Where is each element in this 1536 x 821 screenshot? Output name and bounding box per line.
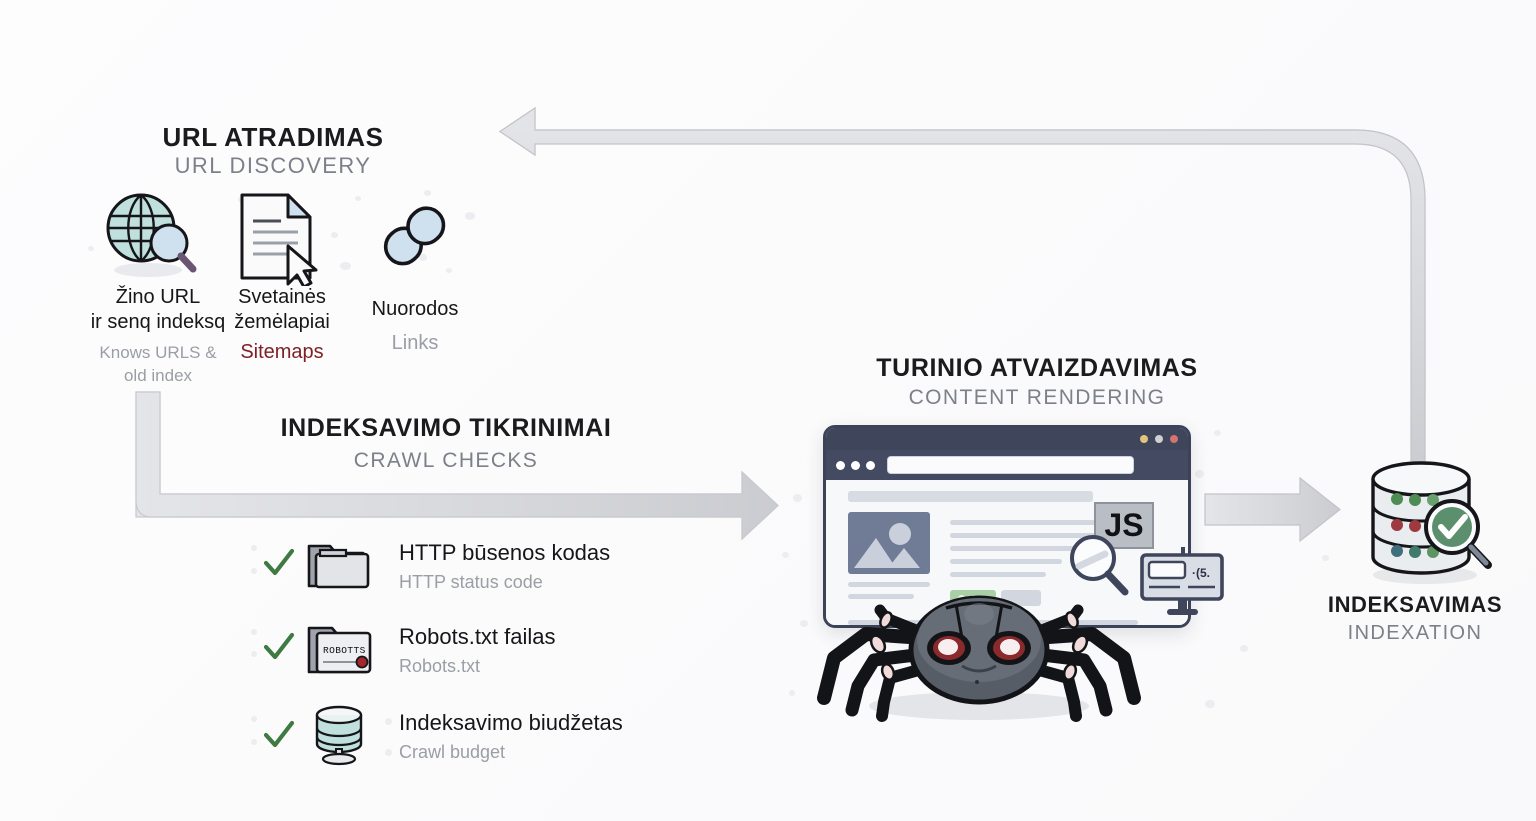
speckle [385,749,392,756]
page-heading-bar [848,491,1093,502]
browser-url-bar[interactable] [826,450,1188,480]
speckle [251,568,257,574]
document-cursor-icon [240,193,318,286]
speckle [251,739,257,745]
robots-folder-icon: ROBOTTS [307,626,372,674]
page-text-line [848,594,914,599]
speckle [251,545,257,551]
discovery-item-2: Nuorodos Links [340,297,490,355]
nav-reload-dot[interactable] [866,460,875,470]
svg-text:·(5.: ·(5. [1192,566,1210,580]
discovery-item-1-line1: Svetainės [238,286,326,308]
speckle [419,254,427,261]
url-discovery-subtitle: URL DISCOVERY [174,153,372,178]
speckle [331,232,338,238]
svg-text:ROBOTTS: ROBOTTS [323,645,366,656]
speckle [1322,555,1329,561]
speckle [355,196,361,201]
url-discovery-title: URL ATRADIMAS [162,122,384,152]
speckle [385,718,392,725]
discovery-item-0-sub2: old index [123,366,193,385]
discovery-item-1-sub1: Sitemaps [240,341,324,363]
content-rendering-subtitle: CONTENT RENDERING [908,386,1166,409]
check-mark-icon [263,632,295,660]
indexation-subtitle: INDEXATION [1347,622,1483,644]
page-text-line [950,559,1062,564]
nav-back-dot[interactable] [836,460,845,470]
discovery-to-crawl-checks-arrow [135,391,779,541]
speckle [800,620,808,627]
speckle [446,268,452,273]
crawl-checks-subtitle: CRAWL CHECKS [353,449,539,472]
url-input[interactable] [887,456,1134,474]
crawl-check-title: Robots.txt failas [399,624,556,649]
crawl-check-sub: Crawl budget [399,742,506,762]
database-icon [315,705,363,766]
database-check-icon [1371,461,1492,584]
speckle [424,190,431,196]
speckle [340,262,351,270]
content-rendering-title: TURINIO ATVAIZDAVIMAS [876,354,1198,382]
page-text-line [950,546,1078,551]
speckle [782,552,789,558]
browser-titlebar [826,428,1188,450]
check-mark-icon [263,548,295,576]
speckle [251,716,257,722]
indexation-title: INDEKSAVIMAS [1327,592,1503,617]
feedback-arrow-to-url-discovery [498,106,1426,471]
window-maximize-dot[interactable] [1155,435,1163,443]
speckle [1214,430,1221,436]
page-text-line [950,520,1096,525]
page-text-line [950,572,1046,577]
crawl-check-title: HTTP būsenos kodas [399,540,611,565]
speckle [789,690,795,696]
window-minimize-dot[interactable] [1140,435,1148,443]
crawl-check-sub: Robots.txt [399,656,481,676]
discovery-item-1-line2: žemėlapiai [234,311,330,333]
speckle [251,651,257,657]
speckle [793,494,802,502]
crawl-check-title: Indeksavimo biudžetas [399,710,623,735]
magnifier-icon [1070,535,1129,596]
monitor-icon: ·(5. [1140,547,1224,615]
discovery-item-2-line1: Nuorodos [371,298,459,320]
nav-forward-dot[interactable] [851,460,860,470]
discovery-item-1: Svetainės žemėlapiai Sitemaps [200,285,364,364]
crawl-check-sub: HTTP status code [399,572,543,592]
window-close-dot[interactable] [1170,435,1178,443]
spider-crawler-icon [817,595,1141,722]
page-image-placeholder [848,512,930,574]
speckle [1195,470,1204,478]
crawl-checks-title: INDEKSAVIMO TIKRINIMAI [280,414,612,442]
globe-search-icon [106,193,197,277]
speckle [1205,700,1215,708]
discovery-item-0-line2: ir senq indeksq [90,311,226,333]
check-mark-icon [263,720,295,748]
page-text-line [848,582,930,587]
speckle [251,629,257,635]
speckle [1240,645,1248,652]
folder-icon [307,544,370,589]
discovery-item-0-sub1: Knows URLS & [99,343,217,362]
discovery-item-0-line1: Žino URL [115,286,201,308]
speckle [88,246,94,251]
page-text-line [950,533,1096,538]
discovery-item-0: Žino URL ir senq indeksq Knows URLS & ol… [60,285,256,387]
discovery-item-2-sub1: Links [391,332,439,354]
speckle [465,212,475,220]
chain-link-icon [383,206,446,266]
rendering-to-indexation-arrow [1204,476,1341,543]
